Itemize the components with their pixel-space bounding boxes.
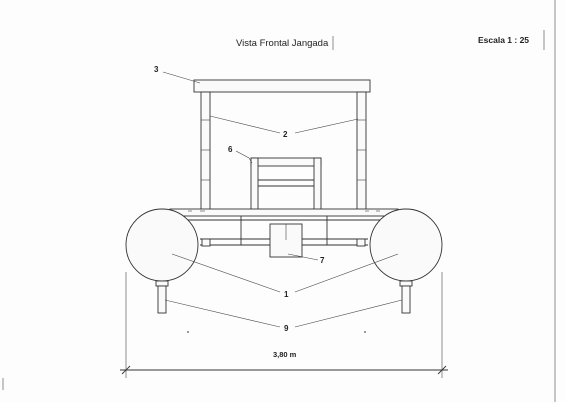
post-left (200, 91, 211, 213)
scale-label: Escala 1 : 25 (478, 35, 529, 45)
leader-leg-right (294, 299, 403, 328)
float-left (125, 208, 199, 282)
stray-dot (364, 331, 366, 333)
seat (250, 157, 322, 214)
roof (193, 79, 371, 93)
post-right (356, 91, 367, 213)
leader-leg-left (164, 299, 281, 328)
label-post: 2 (283, 130, 288, 139)
dimension-label: 3,80 m (273, 350, 297, 359)
label-box: 7 (320, 256, 325, 265)
drawing-title: Vista Frontal Jangada (236, 38, 329, 49)
leader-box (287, 253, 319, 261)
stray-dot (187, 331, 189, 333)
leader-post-right (294, 118, 359, 134)
leader-post-left (209, 115, 281, 134)
leg-left (155, 280, 169, 314)
deck (169, 208, 399, 221)
label-seat: 6 (228, 145, 233, 154)
leader-roof (162, 71, 201, 84)
leader-seat (235, 150, 253, 164)
label-float: 1 (284, 290, 289, 299)
dimension-line (120, 272, 448, 378)
leg-right (399, 280, 413, 314)
leader-float-left (171, 253, 281, 293)
float-right (369, 208, 443, 282)
label-leg: 9 (284, 324, 289, 333)
leader-float-right (294, 253, 399, 293)
label-roof: 3 (154, 65, 159, 74)
